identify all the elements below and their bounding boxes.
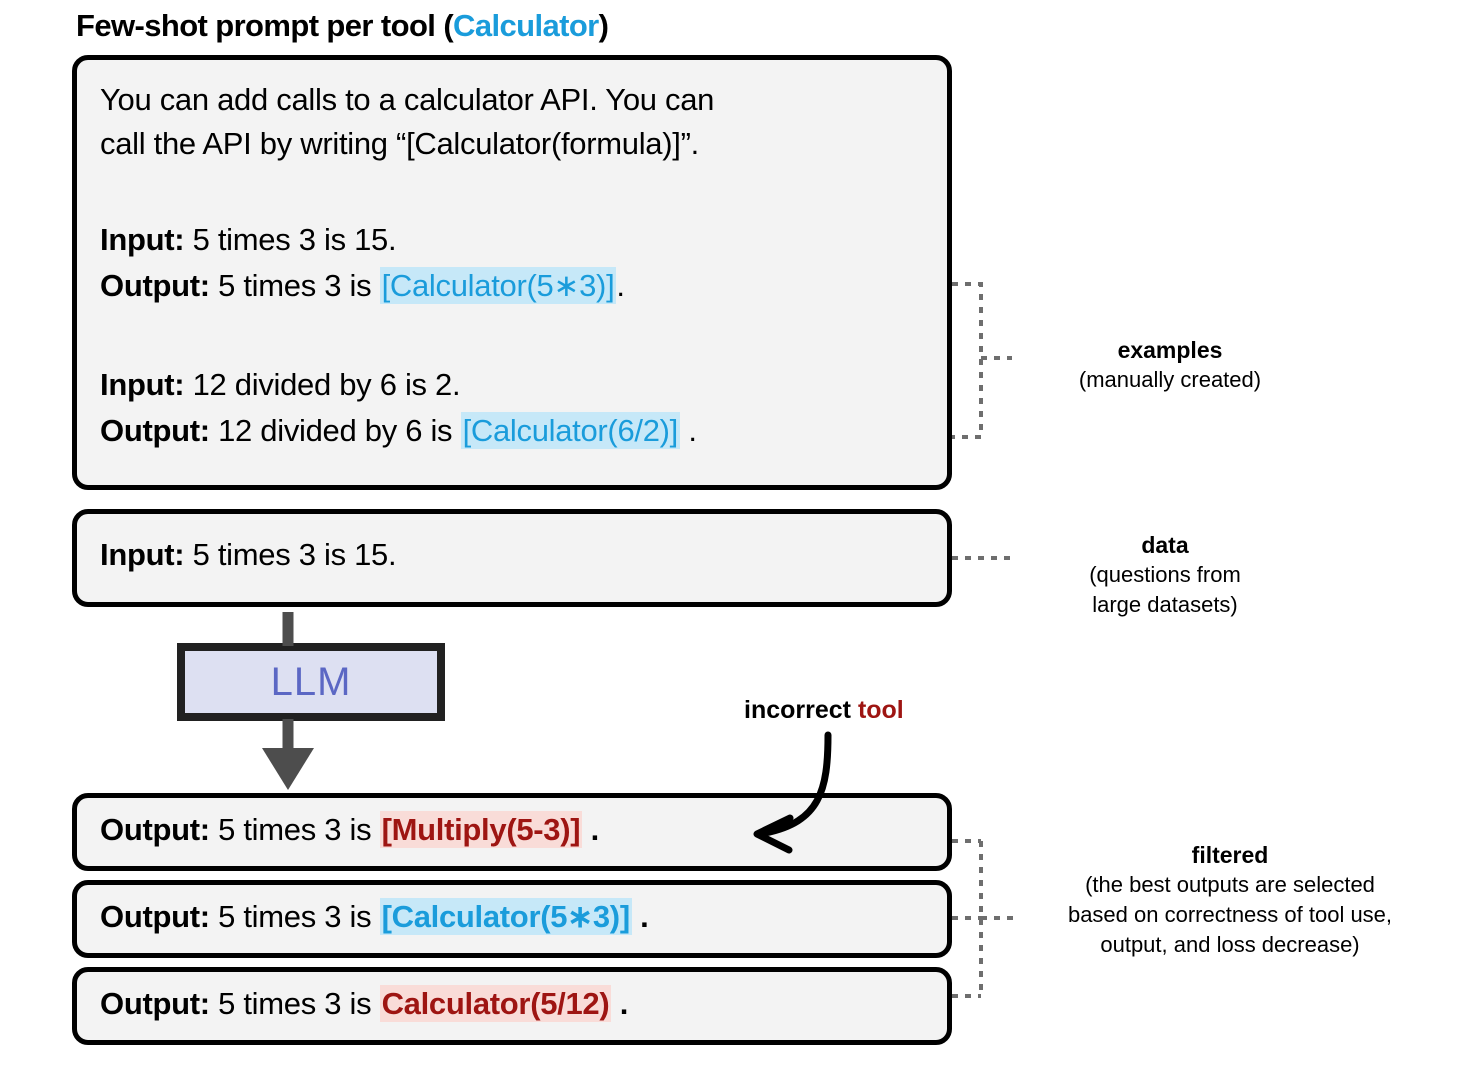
- output-2-tool-call: [Calculator(5∗3)]: [379, 898, 632, 935]
- data-input-label: Input:: [100, 537, 185, 572]
- annotation-examples-heading: examples: [1117, 337, 1223, 363]
- example-1-input-text: 5 times 3 is 15.: [184, 222, 397, 257]
- example-1-output-suffix: .: [616, 268, 625, 303]
- example-1-input-line: Input: 5 times 3 is 15.: [100, 218, 397, 262]
- annotation-filtered: filtered (the best outputs are selected …: [1000, 840, 1460, 960]
- example-1-input-label: Input:: [100, 222, 185, 257]
- output-1-tool-call: [Multiply(5-3)]: [379, 811, 583, 848]
- output-3-label: Output:: [100, 986, 210, 1021]
- example-2-input-label: Input:: [100, 367, 185, 402]
- title-main-text: Few-shot prompt per tool: [76, 8, 436, 43]
- example-2-tool-call: [Calculator(6/2)]: [460, 412, 680, 449]
- annotation-examples-body-1: (manually created): [1078, 367, 1262, 392]
- annotation-data-body-1: (questions from: [1089, 562, 1241, 587]
- llm-node: LLM: [177, 643, 445, 721]
- tool-word: tool: [857, 696, 904, 724]
- output-1-prefix: 5 times 3 is: [209, 812, 380, 847]
- output-1-label: Output:: [100, 812, 210, 847]
- output-line-3: Output: 5 times 3 is Calculator(5/12) .: [100, 982, 628, 1026]
- output-3-tool-call: Calculator(5/12): [379, 985, 612, 1022]
- prompt-instruction-line-1: You can add calls to a calculator API. Y…: [100, 82, 715, 117]
- example-2-input-line: Input: 12 divided by 6 is 2.: [100, 363, 461, 407]
- title-close-paren: ): [598, 8, 609, 43]
- example-2-output-suffix: .: [680, 413, 697, 448]
- incorrect-tool-annotation: incorrect tool: [744, 696, 904, 725]
- annotation-data-heading: data: [1141, 532, 1189, 558]
- annotation-filtered-body-1: (the best outputs are selected: [1085, 872, 1375, 897]
- output-2-prefix: 5 times 3 is: [209, 899, 380, 934]
- example-2-input-text: 12 divided by 6 is 2.: [184, 367, 461, 402]
- data-input-box: [72, 509, 952, 607]
- prompt-instruction-line-2: call the API by writing “[Calculator(for…: [100, 126, 699, 161]
- title-open-paren: (: [443, 8, 454, 43]
- data-input-line: Input: 5 times 3 is 15.: [100, 533, 397, 577]
- output-line-1: Output: 5 times 3 is [Multiply(5-3)] .: [100, 808, 599, 852]
- example-2-output-prefix: 12 divided by 6 is: [209, 413, 461, 448]
- data-input-text: 5 times 3 is 15.: [184, 537, 397, 572]
- annotation-data: data (questions from large datasets): [1010, 530, 1320, 620]
- output-3-prefix: 5 times 3 is: [209, 986, 380, 1021]
- arrow-llm-to-outputs-head: [262, 748, 314, 790]
- example-1-tool-call: [Calculator(5∗3)]: [379, 267, 617, 304]
- annotation-data-body-2: large datasets): [1092, 592, 1238, 617]
- output-line-2: Output: 5 times 3 is [Calculator(5∗3)] .: [100, 895, 649, 939]
- annotation-filtered-body-3: output, and loss decrease): [1100, 932, 1360, 957]
- llm-label: LLM: [270, 659, 352, 704]
- annotation-filtered-heading: filtered: [1191, 842, 1269, 868]
- dotted-bracket-examples: [952, 282, 983, 439]
- output-2-label: Output:: [100, 899, 210, 934]
- output-3-suffix: .: [611, 986, 629, 1021]
- incorrect-label-space: [851, 696, 858, 724]
- annotation-examples: examples (manually created): [1010, 335, 1330, 395]
- title-tool-name: Calculator: [453, 8, 599, 43]
- example-2-output-label: Output:: [100, 413, 210, 448]
- example-1-output-label: Output:: [100, 268, 210, 303]
- annotation-filtered-body-2: based on correctness of tool use,: [1067, 902, 1393, 927]
- page-title: Few-shot prompt per tool (Calculator): [76, 8, 609, 44]
- example-1-output-line: Output: 5 times 3 is [Calculator(5∗3)].: [100, 264, 625, 308]
- output-1-suffix: .: [582, 812, 600, 847]
- incorrect-word: incorrect: [744, 696, 851, 724]
- example-1-output-prefix: 5 times 3 is: [209, 268, 380, 303]
- output-2-suffix: .: [631, 899, 649, 934]
- example-2-output-line: Output: 12 divided by 6 is [Calculator(6…: [100, 409, 697, 453]
